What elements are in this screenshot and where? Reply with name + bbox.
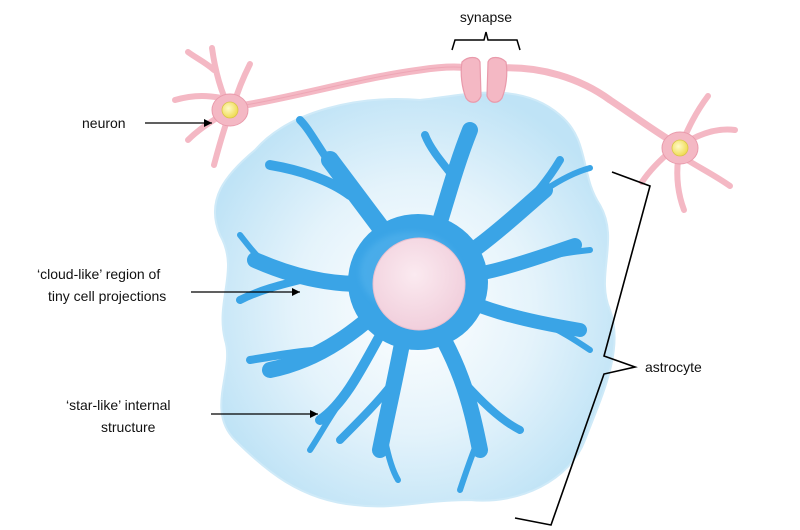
star-label-line2: structure bbox=[101, 419, 156, 435]
neuron-right bbox=[639, 93, 738, 213]
astrocyte-annotation: astrocyte bbox=[514, 171, 702, 526]
astrocyte-label: astrocyte bbox=[645, 359, 702, 375]
star-label-line1: ‘star-like’ internal bbox=[66, 397, 171, 413]
synapse-bracket bbox=[451, 31, 521, 51]
star-annotation: ‘star-like’ internal structure bbox=[66, 397, 318, 435]
synapse-label: synapse bbox=[460, 9, 512, 25]
astrocyte-nucleus bbox=[372, 237, 466, 331]
neuron-right-nucleus bbox=[671, 139, 689, 157]
astrocyte-bracket bbox=[514, 171, 651, 526]
star-arrowhead bbox=[310, 410, 318, 418]
synapse-terminals bbox=[460, 56, 508, 103]
neuron-left-nucleus bbox=[221, 101, 239, 119]
neuron-arrowhead bbox=[204, 119, 212, 127]
neuron-axon bbox=[236, 63, 682, 149]
cloud-label-line1: ‘cloud-like’ region of bbox=[37, 266, 160, 282]
neuron-label: neuron bbox=[82, 115, 126, 131]
neuron-annotation: neuron bbox=[82, 115, 212, 131]
neuron-left bbox=[172, 45, 253, 168]
cloud-annotation: ‘cloud-like’ region of tiny cell project… bbox=[37, 266, 300, 304]
cloud-arrowhead bbox=[292, 288, 300, 296]
cloud-label-line2: tiny cell projections bbox=[48, 288, 166, 304]
synapse-annotation: synapse bbox=[451, 9, 521, 51]
